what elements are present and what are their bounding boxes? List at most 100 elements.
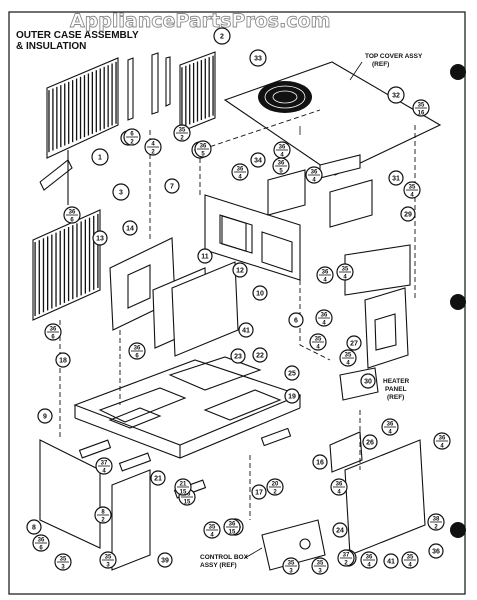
- callout-fastener-part: 36: [50, 327, 57, 333]
- callout-fastener-qty: 4: [312, 178, 316, 184]
- watermark: AppliancePartsPros.com: [70, 10, 330, 32]
- top-cover-label-line2: (REF): [372, 61, 389, 68]
- callout-fastener-part: 36: [279, 145, 286, 151]
- rear-grill-lower: [32, 209, 101, 321]
- callout-part-1: 1: [91, 148, 109, 166]
- diagram-title-line1: OUTER CASE ASSEMBLY: [16, 30, 139, 41]
- callout-circle: [284, 388, 300, 404]
- callout-part-19: 19: [284, 388, 300, 404]
- callout-part-9: 9: [37, 408, 53, 424]
- callout-fastener-qty: 5: [279, 169, 283, 175]
- callout-fastener-qty: 4: [210, 533, 214, 539]
- callout-number: 34: [254, 158, 262, 165]
- callout-fastener-part: 8: [101, 510, 105, 516]
- heater-panel: [364, 287, 409, 369]
- callout-part-30: 30: [360, 373, 376, 389]
- callout-circle: [164, 178, 180, 194]
- callout-fastener-part: 36: [134, 346, 141, 352]
- callout-number: 33: [254, 56, 262, 63]
- heater-panel-label-line1: HEATER: [383, 378, 410, 385]
- callout-circle: [197, 248, 213, 264]
- callout-fastener-part: 35: [317, 561, 324, 567]
- base-pan: [73, 356, 302, 459]
- callout-fastener-qty: 3: [61, 565, 65, 571]
- callout-fastener-35-2: 352: [173, 124, 191, 142]
- callout-fastener-qty: 4: [323, 278, 327, 284]
- callout-part-10: 10: [252, 285, 268, 301]
- callout-fastener-part: 6: [130, 132, 134, 138]
- callout-fastener-qty: 4: [440, 444, 444, 450]
- callout-fastener-part: 37: [343, 553, 350, 559]
- bracket-30: [339, 367, 379, 401]
- control-box-label-line2: ASSY (REF): [200, 562, 237, 569]
- callout-circle: [360, 373, 376, 389]
- callout-circle: [250, 152, 266, 168]
- callout-part-7: 7: [164, 178, 180, 194]
- callout-number: 7: [170, 184, 174, 191]
- callout-part-34: 34: [250, 152, 266, 168]
- callout-part-12: 12: [232, 262, 248, 278]
- callout-number: 10: [256, 291, 264, 298]
- callout-circle: [387, 86, 405, 104]
- callout-fastener-part: 36: [69, 210, 76, 216]
- callout-number: 21: [154, 476, 162, 483]
- callout-fastener-part: 35: [184, 492, 191, 498]
- callout-part-22: 22: [252, 347, 268, 363]
- callout-fastener-qty: 4: [343, 275, 347, 281]
- callout-fastener-36-4: 364: [360, 551, 378, 569]
- callout-number: 13: [96, 236, 104, 243]
- callout-fastener-part: 35: [315, 337, 322, 343]
- callout-number: 16: [316, 460, 324, 467]
- callout-circle: [400, 206, 416, 222]
- callout-fastener-part: 36: [322, 270, 329, 276]
- callout-number: 36: [432, 549, 440, 556]
- callout-part-26: 26: [362, 434, 378, 450]
- callout-fastener-part: 37: [101, 461, 108, 467]
- callout-fastener-qty: 16: [418, 111, 425, 117]
- callout-circle: [92, 230, 108, 246]
- callout-circle: [230, 348, 246, 364]
- callout-fastener-part: 36: [200, 144, 207, 150]
- callout-fastener-part: 35: [60, 557, 67, 563]
- callout-number: 17: [255, 490, 263, 497]
- callout-fastener-36-4: 364: [433, 432, 451, 450]
- control-box: [261, 519, 326, 571]
- callout-circle: [26, 519, 42, 535]
- callout-fastener-part: 35: [288, 561, 295, 567]
- callout-fastener-qty: 4: [238, 175, 242, 181]
- callout-part-8: 8: [26, 519, 42, 535]
- callout-fastener-37-4: 374: [95, 457, 113, 475]
- callout-fastener-qty: 5: [201, 152, 205, 158]
- callout-fastener-part: 21: [180, 482, 187, 488]
- callout-part-31: 31: [388, 170, 404, 186]
- callout-circle: [150, 470, 166, 486]
- callout-part-27: 27: [346, 335, 362, 351]
- callout-circle: [238, 322, 254, 338]
- callout-fastener-part: 35: [345, 353, 352, 359]
- callout-fastener-36-5: 365: [194, 140, 212, 158]
- callout-number: 8: [32, 525, 36, 532]
- callout-fastener-qty: 3: [318, 569, 322, 575]
- callout-circle: [252, 285, 268, 301]
- heater-panel-cutout: [374, 313, 397, 351]
- side-grill-upper: [179, 51, 216, 133]
- callout-fastener-8-2: 82: [94, 506, 112, 524]
- callout-fastener-35-3: 353: [99, 551, 117, 569]
- callout-fastener-6-2: 62: [123, 128, 141, 146]
- callout-number: 14: [126, 226, 134, 233]
- callout-fastener-qty: 4: [337, 490, 341, 496]
- callout-part-29: 29: [400, 206, 416, 222]
- strip-9: [78, 439, 112, 459]
- callout-part-24: 24: [332, 522, 348, 538]
- callout-part-17: 17: [251, 484, 267, 500]
- bracket-5: [127, 57, 134, 121]
- callout-fastener-35-4: 354: [203, 521, 221, 539]
- callout-fastener-part: 36: [439, 436, 446, 442]
- callout-circle: [388, 170, 404, 186]
- callout-fastener-35-4: 354: [403, 181, 421, 199]
- callout-fastener-38-2: 382: [427, 513, 445, 531]
- callout-part-25: 25: [284, 365, 300, 381]
- callout-fastener-36-4: 364: [316, 266, 334, 284]
- bracket-4: [151, 52, 159, 115]
